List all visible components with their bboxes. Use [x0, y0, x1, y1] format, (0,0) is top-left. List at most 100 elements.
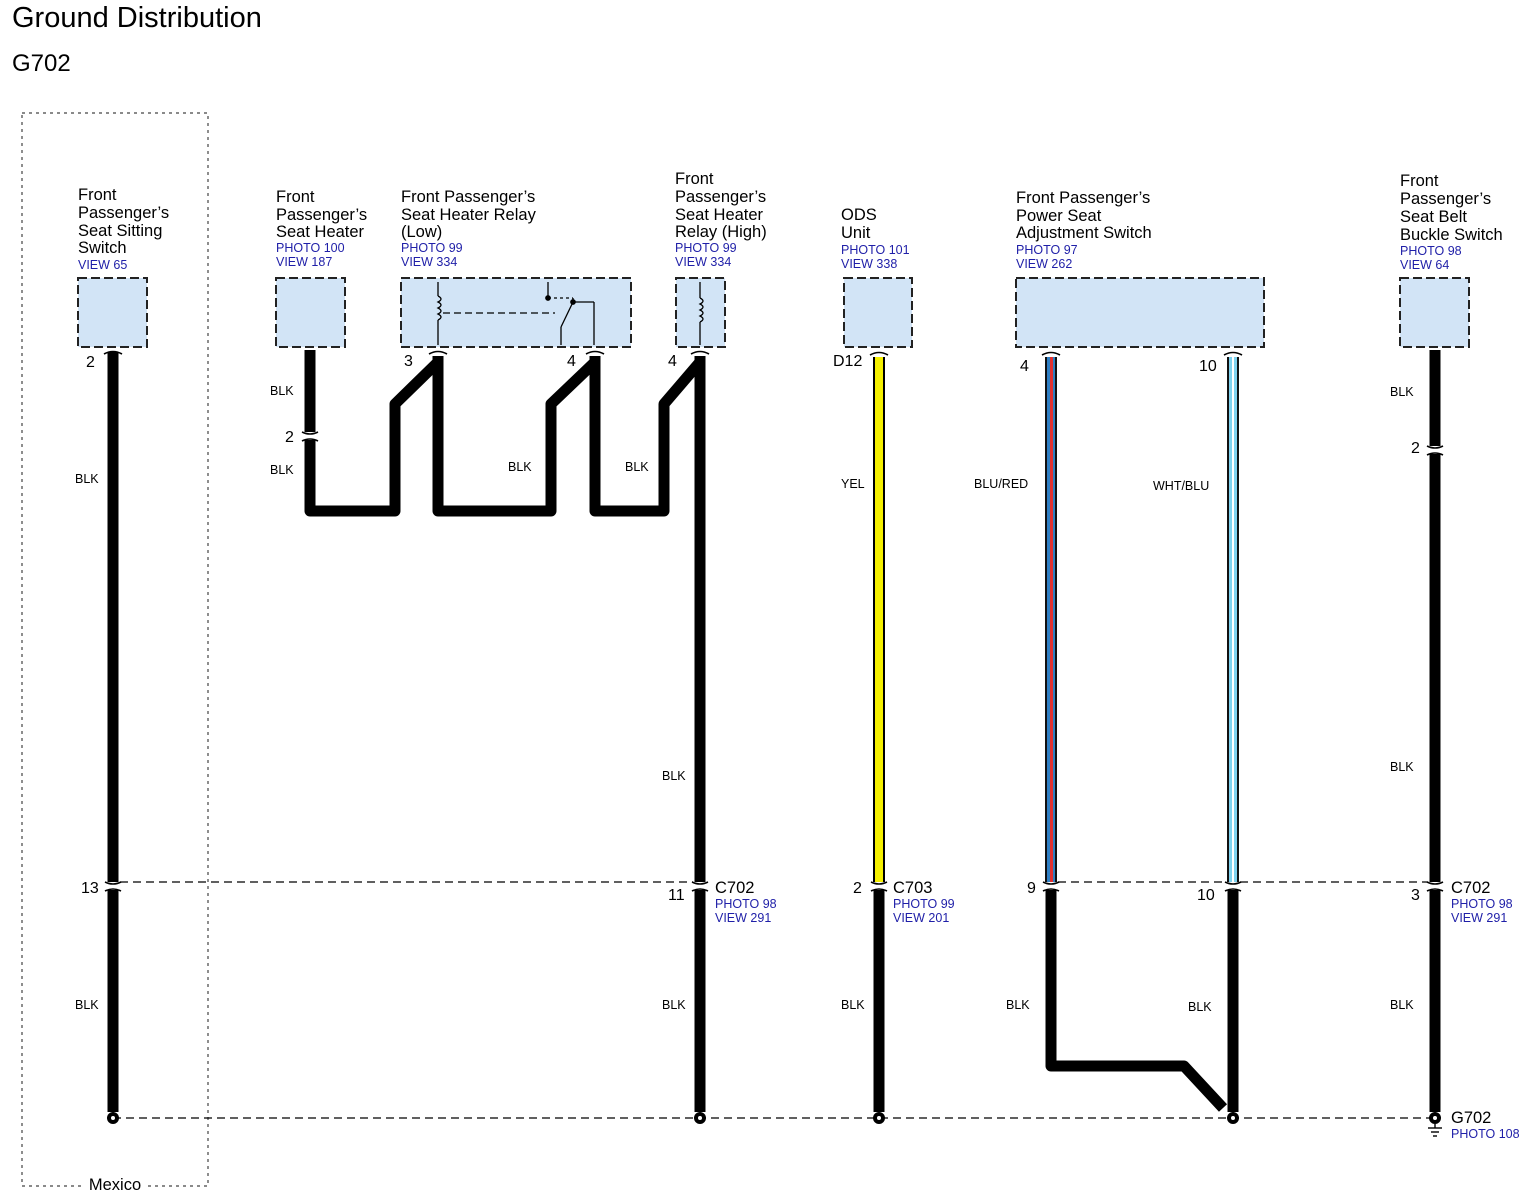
component-name-line: Adjustment Switch	[1016, 224, 1152, 242]
connector-name: C702	[715, 879, 754, 897]
relay-switch-symbol	[545, 282, 595, 345]
component-power-seat-switch: Front Passenger’s Power Seat Adjustment …	[1015, 189, 1265, 348]
pin-number: 2	[86, 354, 95, 371]
wire-color-label: BLK	[270, 384, 294, 398]
component-name-line: Front	[78, 186, 117, 204]
component-name-line: Passenger’s	[1400, 190, 1491, 208]
connector-c703: C703 PHOTO 99 VIEW 201	[893, 879, 955, 925]
connector-ref: PHOTO 98	[715, 897, 777, 911]
connector-ref: VIEW 291	[1451, 911, 1507, 925]
connector-c702-right: C702 PHOTO 98 VIEW 291	[1451, 879, 1513, 925]
component-name-line: Front	[675, 170, 714, 188]
component-name-line: Passenger’s	[276, 206, 367, 224]
wire-color-label: BLK	[75, 998, 99, 1012]
wire-color-label: BLK	[1390, 760, 1414, 774]
wire-color-label: BLK	[1390, 998, 1414, 1012]
component-ref: PHOTO 99	[675, 241, 737, 255]
terminal-marks	[103, 350, 1444, 892]
pin-number: 10	[1197, 887, 1215, 904]
component-ref: VIEW 334	[401, 255, 457, 269]
wire-ods-yel	[875, 357, 883, 883]
component-name-line: Passenger’s	[78, 204, 169, 222]
component-name-line: Switch	[78, 239, 127, 257]
page-title: Ground Distribution	[12, 2, 262, 34]
wire-blu-red-stripe	[1050, 357, 1053, 883]
wire-color-label: BLK	[75, 472, 99, 486]
wire-heater-to-relay-low	[304, 350, 442, 517]
component-name-line: Front	[276, 188, 315, 206]
component-name-line: Seat Heater Relay	[401, 206, 537, 224]
wires	[107, 350, 1441, 1112]
wire-color-label: BLU/RED	[974, 477, 1028, 491]
component-box	[1399, 277, 1470, 348]
pin-number: 11	[668, 887, 685, 904]
wire-color-label: BLK	[662, 769, 686, 783]
component-name-line: Front	[1400, 172, 1439, 190]
component-ref: VIEW 334	[675, 255, 731, 269]
component-buckle-switch: Front Passenger’s Seat Belt Buckle Switc…	[1399, 172, 1503, 348]
wire-relay-low-loop	[432, 356, 599, 517]
pin-number: 13	[81, 880, 99, 897]
pin-numbers: 2 2 3 4 4 D12 4 10 2 13 11 2 9 10 3	[81, 353, 1420, 904]
component-ref: PHOTO 101	[841, 243, 910, 257]
component-relay-high: Front Passenger’s Seat Heater Relay (Hig…	[675, 170, 767, 348]
component-box	[77, 277, 148, 348]
wire-relay-low-to-high	[589, 356, 705, 517]
wire-color-label: BLK	[270, 463, 294, 477]
connector-name: C702	[1451, 879, 1490, 897]
component-ref: VIEW 65	[78, 258, 127, 272]
connector-c702-left: C702 PHOTO 98 VIEW 291	[715, 879, 777, 925]
pin-number: 4	[668, 353, 677, 370]
component-name-line: (Low)	[401, 223, 442, 241]
ground-junctions	[107, 1112, 1441, 1124]
component-name-line: Passenger’s	[675, 188, 766, 206]
pin-number: 3	[404, 353, 413, 370]
colored-wires	[873, 357, 1239, 883]
component-name-line: Power Seat	[1016, 207, 1102, 225]
wire-wht-blu-stripe	[1232, 357, 1234, 883]
pin-number: 10	[1199, 358, 1217, 375]
pin-number: 9	[1027, 880, 1036, 897]
component-relay-low: Front Passenger’s Seat Heater Relay (Low…	[400, 188, 632, 348]
component-ref: PHOTO 98	[1400, 244, 1462, 258]
pin-number: 4	[1020, 358, 1029, 375]
component-name-line: Seat Heater	[675, 206, 764, 224]
mexico-region: Mexico	[21, 112, 209, 1195]
wire-color-label: BLK	[841, 998, 865, 1012]
ground-label: G702 PHOTO 108	[1451, 1109, 1520, 1141]
component-box	[1015, 277, 1265, 348]
component-name-line: Buckle Switch	[1400, 226, 1503, 244]
pin-number: 2	[1411, 440, 1420, 457]
component-seat-heater: Front Passenger’s Seat Heater PHOTO 100 …	[275, 188, 367, 348]
connector-ref: PHOTO 98	[1451, 897, 1513, 911]
pin-number: 2	[285, 429, 294, 446]
connector-ref: VIEW 201	[893, 911, 949, 925]
relay-coil-symbol	[698, 282, 704, 345]
wire-color-label: BLK	[1390, 385, 1414, 399]
component-ref: PHOTO 99	[401, 241, 463, 255]
component-ref: PHOTO 97	[1016, 243, 1078, 257]
component-name-line: Unit	[841, 224, 871, 242]
ground-icon	[1428, 1124, 1442, 1137]
relay-coil-symbol	[436, 282, 555, 345]
wire-color-label: BLK	[662, 998, 686, 1012]
component-name-line: Seat Heater	[276, 223, 365, 241]
connector-ref: VIEW 291	[715, 911, 771, 925]
page-subtitle: G702	[12, 50, 71, 77]
component-name-line: ODS	[841, 206, 877, 224]
wire-color-labels: BLK BLK BLK BLK BLK BLK BLK BLK YEL BLK …	[75, 384, 1414, 1014]
pin-number: 3	[1411, 887, 1420, 904]
component-sitting-switch: Front Passenger’s Seat Sitting Switch VI…	[77, 186, 169, 348]
wire-color-label: WHT/BLU	[1153, 479, 1209, 493]
wire-power-a-lower	[1045, 890, 1228, 1112]
pin-number: 4	[567, 353, 576, 370]
connector-name: C703	[893, 879, 932, 897]
component-ref: VIEW 64	[1400, 258, 1449, 272]
component-ref: PHOTO 100	[276, 241, 345, 255]
wire-color-label: BLK	[1188, 1000, 1212, 1014]
component-ods-unit: ODS Unit PHOTO 101 VIEW 338	[841, 206, 913, 348]
wire-color-label: BLK	[625, 460, 649, 474]
component-box	[843, 277, 913, 348]
pin-number: 2	[853, 880, 862, 897]
